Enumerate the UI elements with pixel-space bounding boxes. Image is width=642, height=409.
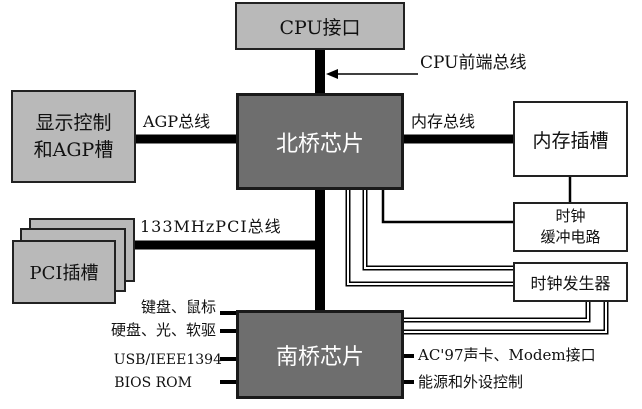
keyboard-mouse-label: 键盘、鼠标 [140,298,216,316]
display-agp-box: 显示控制 和AGP槽 [11,90,136,183]
clock-buffer-label: 时钟 缓冲电路 [540,207,601,246]
fsb-label: CPU前端总线 [420,53,527,73]
display-agp-label: 显示控制 和AGP槽 [33,111,114,161]
pci-slot-box: PCI插槽 [12,240,116,304]
memory-bus-label: 内存总线 [411,112,476,131]
north-clockbuf-link [381,190,513,224]
pci-slot-label: PCI插槽 [29,263,99,284]
agp-bus-label: AGP总线 [143,112,211,131]
north-bridge-chip: 北桥芯片 [236,93,404,190]
fsb-arrow-head [326,69,338,79]
clock-generator-label: 时钟发生器 [530,274,611,293]
ac97-modem-label: AC'97声卡、Modem接口 [418,346,596,364]
memory-slot-box: 内存插槽 [513,101,628,177]
bios-rom-label: BIOS ROM [114,375,192,391]
memory-slot-label: 内存插槽 [532,129,609,152]
power-peripheral-label: 能源和外设控制 [418,373,524,391]
south-bridge-chip: 南桥芯片 [236,310,404,399]
usb-ieee1394-label: USB/IEEE1394 [113,352,222,368]
south-bridge-label: 南桥芯片 [275,344,364,370]
clock-buffer-box: 时钟 缓冲电路 [513,202,628,252]
cpu-interface-label: CPU接口 [279,16,361,39]
pci-bus-label: 133MHzPCI总线 [140,217,282,236]
cpu-interface-box: CPU接口 [235,2,405,50]
north-bridge-label: 北桥芯片 [275,131,364,157]
disk-drives-label: 硬盘、光、软驱 [110,321,216,339]
clock-generator-box: 时钟发生器 [513,262,628,302]
